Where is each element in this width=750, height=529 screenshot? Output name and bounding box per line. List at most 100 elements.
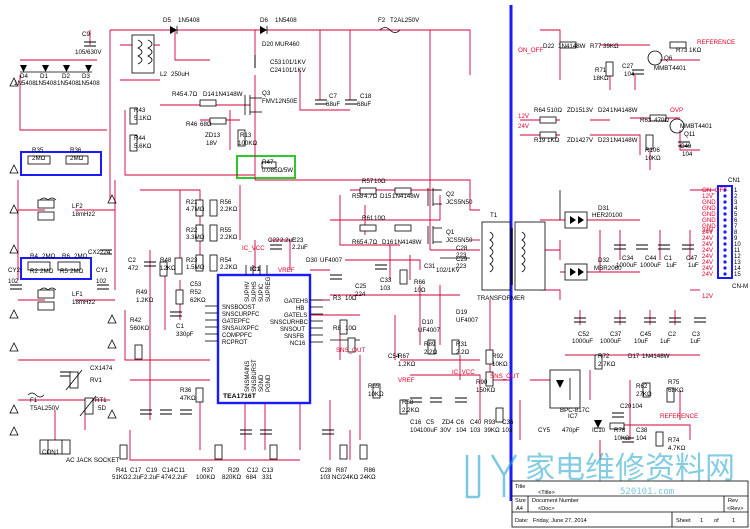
value-label: 68KΩ <box>668 387 684 394</box>
ref-label: F1 <box>30 397 38 404</box>
ref-label: C25 <box>355 283 367 290</box>
value-label: 1N4148W <box>642 353 670 360</box>
mosfet-q3 <box>244 95 262 115</box>
value-label: 13V <box>582 107 594 114</box>
value-label: 1N5408 <box>78 80 100 87</box>
ac-socket-con1 <box>39 439 71 455</box>
ref-label: R46 <box>186 121 198 128</box>
value-label: 104 <box>456 427 467 434</box>
ref-label: D2 <box>62 73 70 80</box>
ic1-pin-label: SNSBOOST <box>222 305 256 311</box>
value-label: 10KΩ <box>645 155 661 162</box>
value-label: 103 <box>502 427 513 434</box>
ref-label: CY1 <box>96 267 109 274</box>
ref-label: C29 <box>456 256 468 263</box>
cn1-pin-num: 1 <box>734 188 738 194</box>
ref-label: D32 <box>598 257 610 264</box>
docnum-value: <Doc> <box>538 506 554 512</box>
ref-label: C31 <box>424 263 436 270</box>
value-label: 223 <box>456 263 467 270</box>
value-label: 1.5MΩ <box>186 264 205 271</box>
cn1-pin-label: ON_OFF <box>702 187 727 194</box>
ref-label: R5 <box>60 268 68 275</box>
cn1-pin-num: 10 <box>734 242 741 248</box>
ref-label: R71 <box>595 67 607 74</box>
value-label: 2.2uF <box>128 474 144 481</box>
value-label: 18mHz2 <box>72 211 96 218</box>
varistor-rv1 <box>65 369 83 391</box>
ref-label: R58 <box>352 193 364 200</box>
ref-label: F2 <box>378 17 386 24</box>
net-on-off: ON_OFF <box>518 47 543 54</box>
ref-label: C7 <box>329 93 337 100</box>
title-label: Title <box>515 484 525 490</box>
value-label: 5.1KΩ <box>134 115 152 122</box>
value-label: 2MΩ <box>70 268 84 275</box>
net-ic-vcc: IC_VCC <box>242 245 265 252</box>
ic1-pin-label: COMPPFC <box>222 333 253 339</box>
ic1-pin-label: GATEHS <box>284 299 308 305</box>
rev-value: <Rev> <box>727 506 743 512</box>
ref-label: R66 <box>414 279 426 286</box>
ref-label: R29 <box>228 467 240 474</box>
cn1-pin-label: GND <box>702 205 716 212</box>
value-label: 2.2uF <box>280 237 296 244</box>
value-label: 1N5408 <box>35 80 57 87</box>
ref-label: TRANSFORMER <box>477 295 525 302</box>
ref-label: R92 <box>492 353 504 360</box>
ref-label: D16 <box>382 239 394 246</box>
ic1-pin-label: SNSFB <box>284 334 304 340</box>
value-label: 4.7MΩ <box>186 206 205 213</box>
value-label: 2.2KΩ <box>402 407 420 414</box>
ref-label: R86 <box>364 467 376 474</box>
value-label: 474 <box>102 365 113 372</box>
size-label: Size <box>515 498 526 504</box>
ref-label: R45 <box>172 91 184 98</box>
mosfet-q2 <box>427 188 442 206</box>
ref-label: R106 <box>645 147 660 154</box>
ic1-pin-label: SNSAUXPFC <box>222 326 259 332</box>
value-label: 18KΩ <box>593 75 609 82</box>
optocoupler-ic7 <box>549 369 581 409</box>
ref-label: D20 <box>262 41 274 48</box>
ref-label: C27 <box>622 63 634 70</box>
ref-label: D10 <box>422 319 434 326</box>
ref-label: R36 <box>70 147 82 154</box>
value-label: 1N5408 <box>178 17 200 24</box>
ref-label: D30 <box>306 257 318 264</box>
ref-label: C28 <box>320 467 332 474</box>
ref-label: C34 <box>622 255 634 262</box>
ref-label: R35 <box>32 147 44 154</box>
component-labels: D5 1N5408 D6 1N5408 F2 T2AL250V C9 105/6… <box>8 17 748 481</box>
watermark: 家电维修资料网 520101.com <box>465 451 735 499</box>
ref-label: C54 <box>388 353 400 360</box>
ref-label: C33 <box>380 277 392 284</box>
ref-label: R55 <box>220 227 232 234</box>
value-label: 10KΩ <box>492 361 508 368</box>
value-label: 39KΩ <box>603 43 619 50</box>
value-label: 2.2Ω <box>424 349 438 356</box>
value-label: 5.6KΩ <box>134 143 152 150</box>
ref-label: R6 <box>62 253 70 260</box>
ref-label: R65 <box>352 239 364 246</box>
ic1-pin-label: SNSBURST <box>252 359 258 392</box>
ref-label: C38 <box>636 427 648 434</box>
ic1-pin-label: SNSCURHBC <box>270 320 309 326</box>
resistor-boxes <box>27 41 687 460</box>
net-reference: REFERENCE <box>660 413 698 420</box>
value-label: 224 <box>100 249 111 256</box>
ref-label: T1 <box>490 212 498 219</box>
value-label: MMBT4401 <box>654 65 687 72</box>
transformer-t1 <box>481 221 546 291</box>
value-label: 104 <box>632 403 643 410</box>
docnum-label: Document Number <box>532 498 579 504</box>
value-label: AC JACK SOCKET <box>66 457 120 464</box>
ref-label: D22 <box>543 43 555 50</box>
ref-label: R37 <box>202 467 214 474</box>
ref-label: C13 <box>262 467 274 474</box>
value-label: 39KΩ <box>484 427 500 434</box>
value-label: 18mHz2 <box>72 299 96 306</box>
ref-label: R43 <box>134 107 146 114</box>
value-label: 1uF <box>666 262 677 269</box>
ic1-pin-label: GATEPFC <box>222 319 251 325</box>
